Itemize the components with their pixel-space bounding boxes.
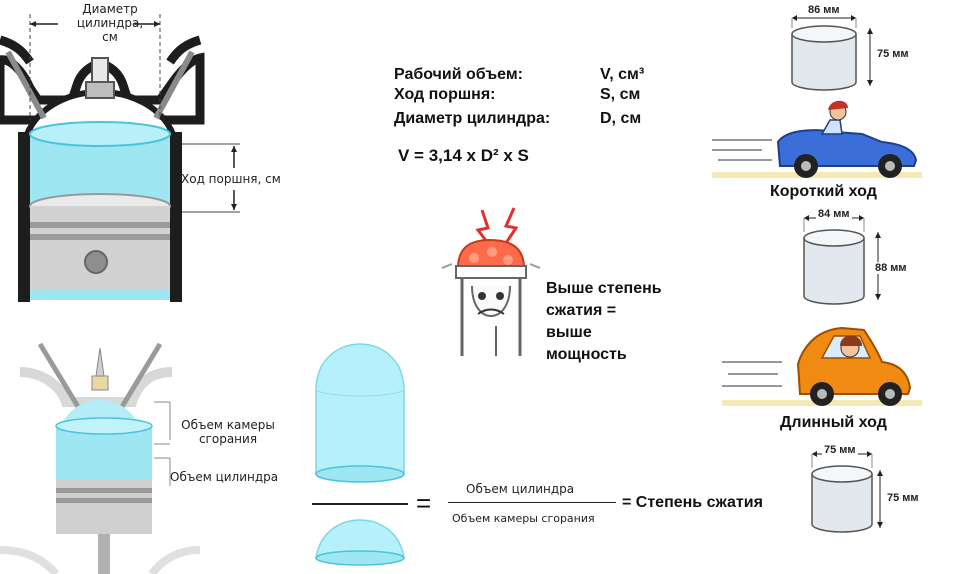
- formula-row-diameter: Диаметр цилиндра: D, см: [394, 110, 664, 134]
- short-stroke-caption: Короткий ход: [770, 183, 877, 201]
- cylinder-1-width: 86 мм: [806, 4, 842, 16]
- formula-symbol: D, см: [600, 110, 641, 128]
- cylinder-2-height: 88 мм: [874, 262, 908, 274]
- cylinder-1-height: 75 мм: [876, 48, 910, 60]
- formula-symbol: S, см: [600, 86, 640, 104]
- cylinder-3-width: 75 мм: [822, 444, 858, 456]
- top-engine-illustration: [0, 0, 300, 310]
- long-stroke-caption: Длинный ход: [780, 414, 887, 432]
- compression-ratio-result: = Степень сжатия: [622, 494, 763, 512]
- volume-shapes: [310, 340, 410, 570]
- cylinder-2: [798, 212, 908, 308]
- cylinder-volume-label: Объем цилиндра: [170, 470, 278, 484]
- formula-term: Рабочий объем:: [394, 66, 523, 84]
- chamber-volume-label: Объем камеры сгорания: [168, 418, 288, 446]
- short-stroke-car: [712, 96, 922, 180]
- diameter-label: Диаметр цилиндра, см: [60, 2, 160, 44]
- cylinder-2-width: 84 мм: [816, 208, 852, 220]
- equals-sign: =: [416, 490, 431, 516]
- compression-power-note: Выше степень сжатия = выше мощность: [546, 278, 662, 366]
- formula-symbol: V, см³: [600, 66, 644, 84]
- formula-term: Ход поршня:: [394, 86, 496, 104]
- formula-row-stroke: Ход поршня: S, см: [394, 86, 664, 110]
- main-fraction-line: [312, 503, 408, 505]
- ratio-numerator: Объем цилиндра: [466, 482, 574, 496]
- ratio-fraction-line: [448, 502, 616, 503]
- formula-row-volume: Рабочий объем: V, см³: [394, 66, 664, 86]
- volume-equation: V = 3,14 x D² x S: [398, 146, 529, 166]
- formula-term: Диаметр цилиндра:: [394, 110, 550, 128]
- stroke-label: Ход поршня, см: [181, 172, 281, 186]
- formula-table: Рабочий объем: V, см³ Ход поршня: S, см …: [394, 66, 664, 134]
- cylinder-3-height: 75 мм: [886, 492, 920, 504]
- long-stroke-car: [722, 318, 922, 410]
- ratio-denominator: Объем камеры сгорания: [452, 512, 595, 526]
- stressed-piston-icon: [436, 206, 544, 376]
